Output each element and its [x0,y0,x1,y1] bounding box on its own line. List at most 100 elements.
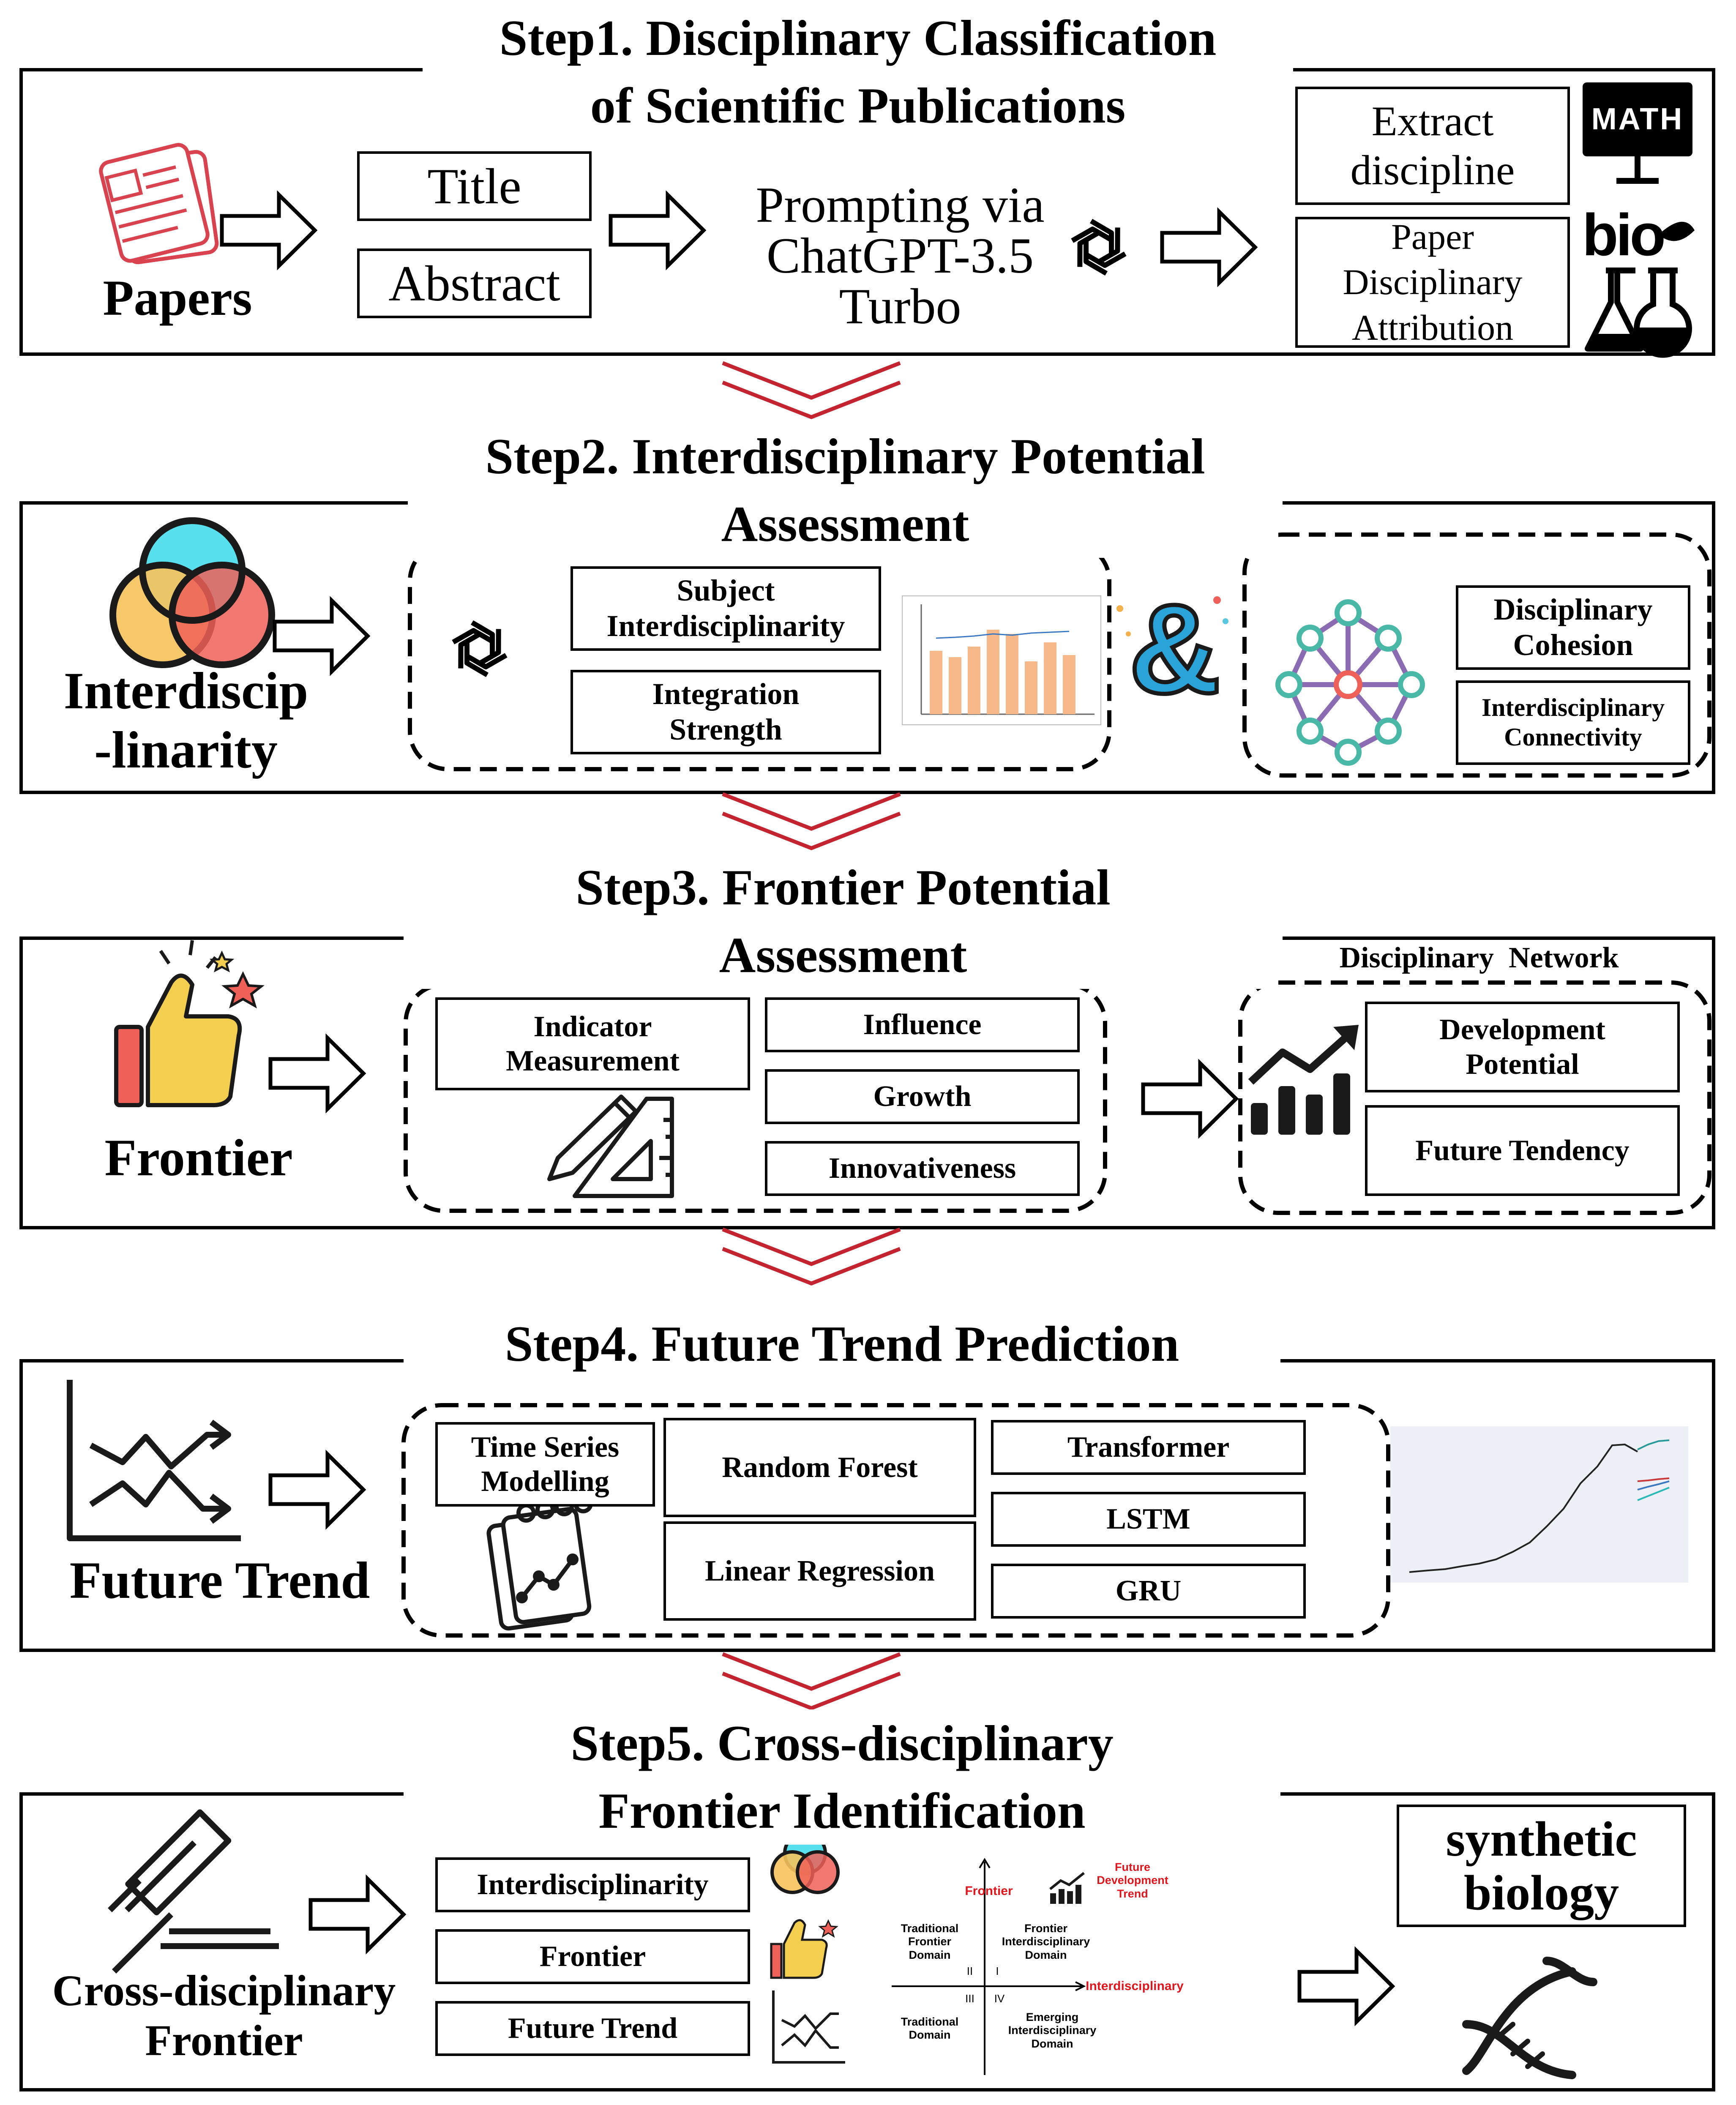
quadrant-x-axis-label: Interdisciplinary [1086,1979,1184,1993]
transformer-box: Transformer [991,1420,1306,1475]
title-input-box: Title [357,151,592,221]
step2-title: Step2. Interdisciplinary Potential Asses… [412,423,1278,558]
arrow-trend-to-models [270,1454,363,1525]
step4-frame [19,1359,1715,1652]
frontier-label: Frontier [104,1128,293,1187]
step2-right-group [1242,532,1711,778]
papers-label: Papers [103,270,252,326]
quadrant-numeral-ii: II [966,1965,973,1978]
interdisciplinarity-criterion-box: Interdisciplinarity [435,1857,750,1912]
gavel-icon [108,1809,279,1974]
future-trend-criterion-box: Future Trend [435,2001,750,2056]
future-development-trend-label: Future Development Trend [1097,1861,1168,1900]
venn-mini-icon [770,1831,840,1894]
step5-title-line1: Step5. Cross-disciplinary [570,1715,1114,1771]
step3-title-line2: Assessment [719,927,967,983]
growth-chart-icon [1248,1025,1359,1135]
future-trend-mini-icon [1049,1872,1085,1904]
chevron-step2-to-step3 [723,794,900,848]
gru-box: GRU [991,1564,1306,1619]
quadrant-numeral-i: I [996,1965,999,1978]
interdisciplinarity-label: Interdiscip -linarity [63,661,308,779]
future-tendency-box: Future Tendency [1365,1105,1680,1196]
future-trend-label: Future Trend [69,1551,370,1609]
arrow-indicators-to-network [1143,1063,1236,1134]
arrow-frontier-to-indicators [270,1038,363,1109]
step5-title-line2: Frontier Identification [598,1783,1086,1839]
step3-title-line1: Step3. Frontier Potential [576,859,1111,915]
quadrant-numeral-iii: III [965,1992,974,2005]
dna-icon [1462,1957,1597,2079]
indicator-measurement-box: Indicator Measurement [435,997,750,1090]
arrow-criteria-to-result [1299,1951,1392,2022]
step1-title-line2: of Scientific Publications [590,77,1126,134]
step3-title: Step3. Frontier Potential Assessment [408,854,1278,989]
calendar-chart-icon [486,1494,593,1631]
abstract-input-box: Abstract [357,248,592,318]
arrow-papers-to-inputs [222,195,315,266]
development-potential-box: Development Potential [1365,1002,1680,1092]
frontier-criterion-box: Frontier [435,1929,750,1984]
chevron-step3-to-step4 [723,1229,900,1283]
network-nodes [1275,599,1425,766]
bio-icon-label: bio [1582,201,1666,268]
disciplinary-cohesion-box: Disciplinary Cohesion [1456,585,1690,670]
trend-chart-icon [67,1380,241,1541]
ampersand-glyph: & [1127,576,1223,722]
arrow-inputs-to-prompt [611,195,704,266]
step5-title: Step5. Cross-disciplinary Frontier Ident… [408,1709,1276,1845]
integration-strength-box: Integration Strength [570,670,881,754]
paper-attribution-box: Paper Disciplinary Attribution [1295,216,1570,348]
quadrant-y-axis-label: Frontier [965,1884,1013,1898]
interdisciplinarity-chart-thumbnail [902,595,1101,725]
subject-interdisciplinarity-box: Subject Interdisciplinarity [570,566,881,651]
step1-title: Step1. Disciplinary Classification of Sc… [427,4,1289,139]
math-board-icon [1583,82,1692,184]
random-forest-box: Random Forest [663,1418,976,1517]
arrow-prompt-to-outputs [1162,212,1255,283]
math-icon-label: MATH [1591,102,1684,137]
time-series-modelling-box: Time Series Modelling [435,1422,655,1507]
disciplinary-network-label: Disciplinary Network [1339,942,1619,975]
venn-diagram-icon [109,517,275,668]
chevron-step4-to-step5 [723,1654,900,1708]
step2-title-line1: Step2. Interdisciplinary Potential [485,428,1205,484]
quadrant-numeral-iv: IV [994,1992,1005,2005]
growth-box: Growth [765,1069,1080,1124]
extract-discipline-box: Extract discipline [1295,87,1570,205]
quadrant-iv-label: Emerging Interdisciplinary Domain [1008,2011,1097,2050]
synthetic-biology-box: synthetic biology [1397,1805,1686,1927]
thumbs-up-mini-icon [770,1919,838,1979]
step1-frame [19,68,1715,356]
prompting-label: Prompting via ChatGPT-3.5 Turbo [756,177,1045,334]
trend-mini-icon [772,1990,845,2064]
quadrant-iii-label: Traditional Domain [901,2015,959,2041]
cross-disciplinary-frontier-label: Cross-disciplinary Frontier [52,1966,396,2065]
step3-frame [19,936,1715,1229]
lstm-box: LSTM [991,1492,1306,1547]
interdisciplinary-connectivity-box: Interdisciplinary Connectivity [1456,680,1690,765]
step4-models-group [401,1403,1390,1638]
linear-regression-box: Linear Regression [663,1521,976,1621]
step1-title-line1: Step1. Disciplinary Classification [499,10,1217,66]
bio-leaf-icon [1659,221,1695,241]
papers-icon [99,143,219,265]
step2-title-line2: Assessment [721,496,969,552]
quadrant-ii-label: Traditional Frontier Domain [901,1922,959,1961]
step2-frame [19,501,1715,794]
step4-title: Step4. Future Trend Prediction [408,1310,1276,1378]
quadrant-i-label: Frontier Interdisciplinary Domain [1002,1922,1090,1961]
influence-box: Influence [765,997,1080,1052]
ruler-pencil-icon [547,1095,674,1198]
step5-frame [19,1792,1715,2091]
ampersand-icon [1116,596,1228,636]
flasks-icon [1585,268,1692,358]
quadrant-axes [892,1858,1086,2075]
chatgpt-logo-icon-step2 [450,622,508,675]
innovativeness-box: Innovativeness [765,1141,1080,1196]
arrow-cross-to-criteria [311,1879,404,1950]
prediction-chart-thumbnail [1390,1426,1688,1583]
thumbs-up-icon [114,940,265,1107]
